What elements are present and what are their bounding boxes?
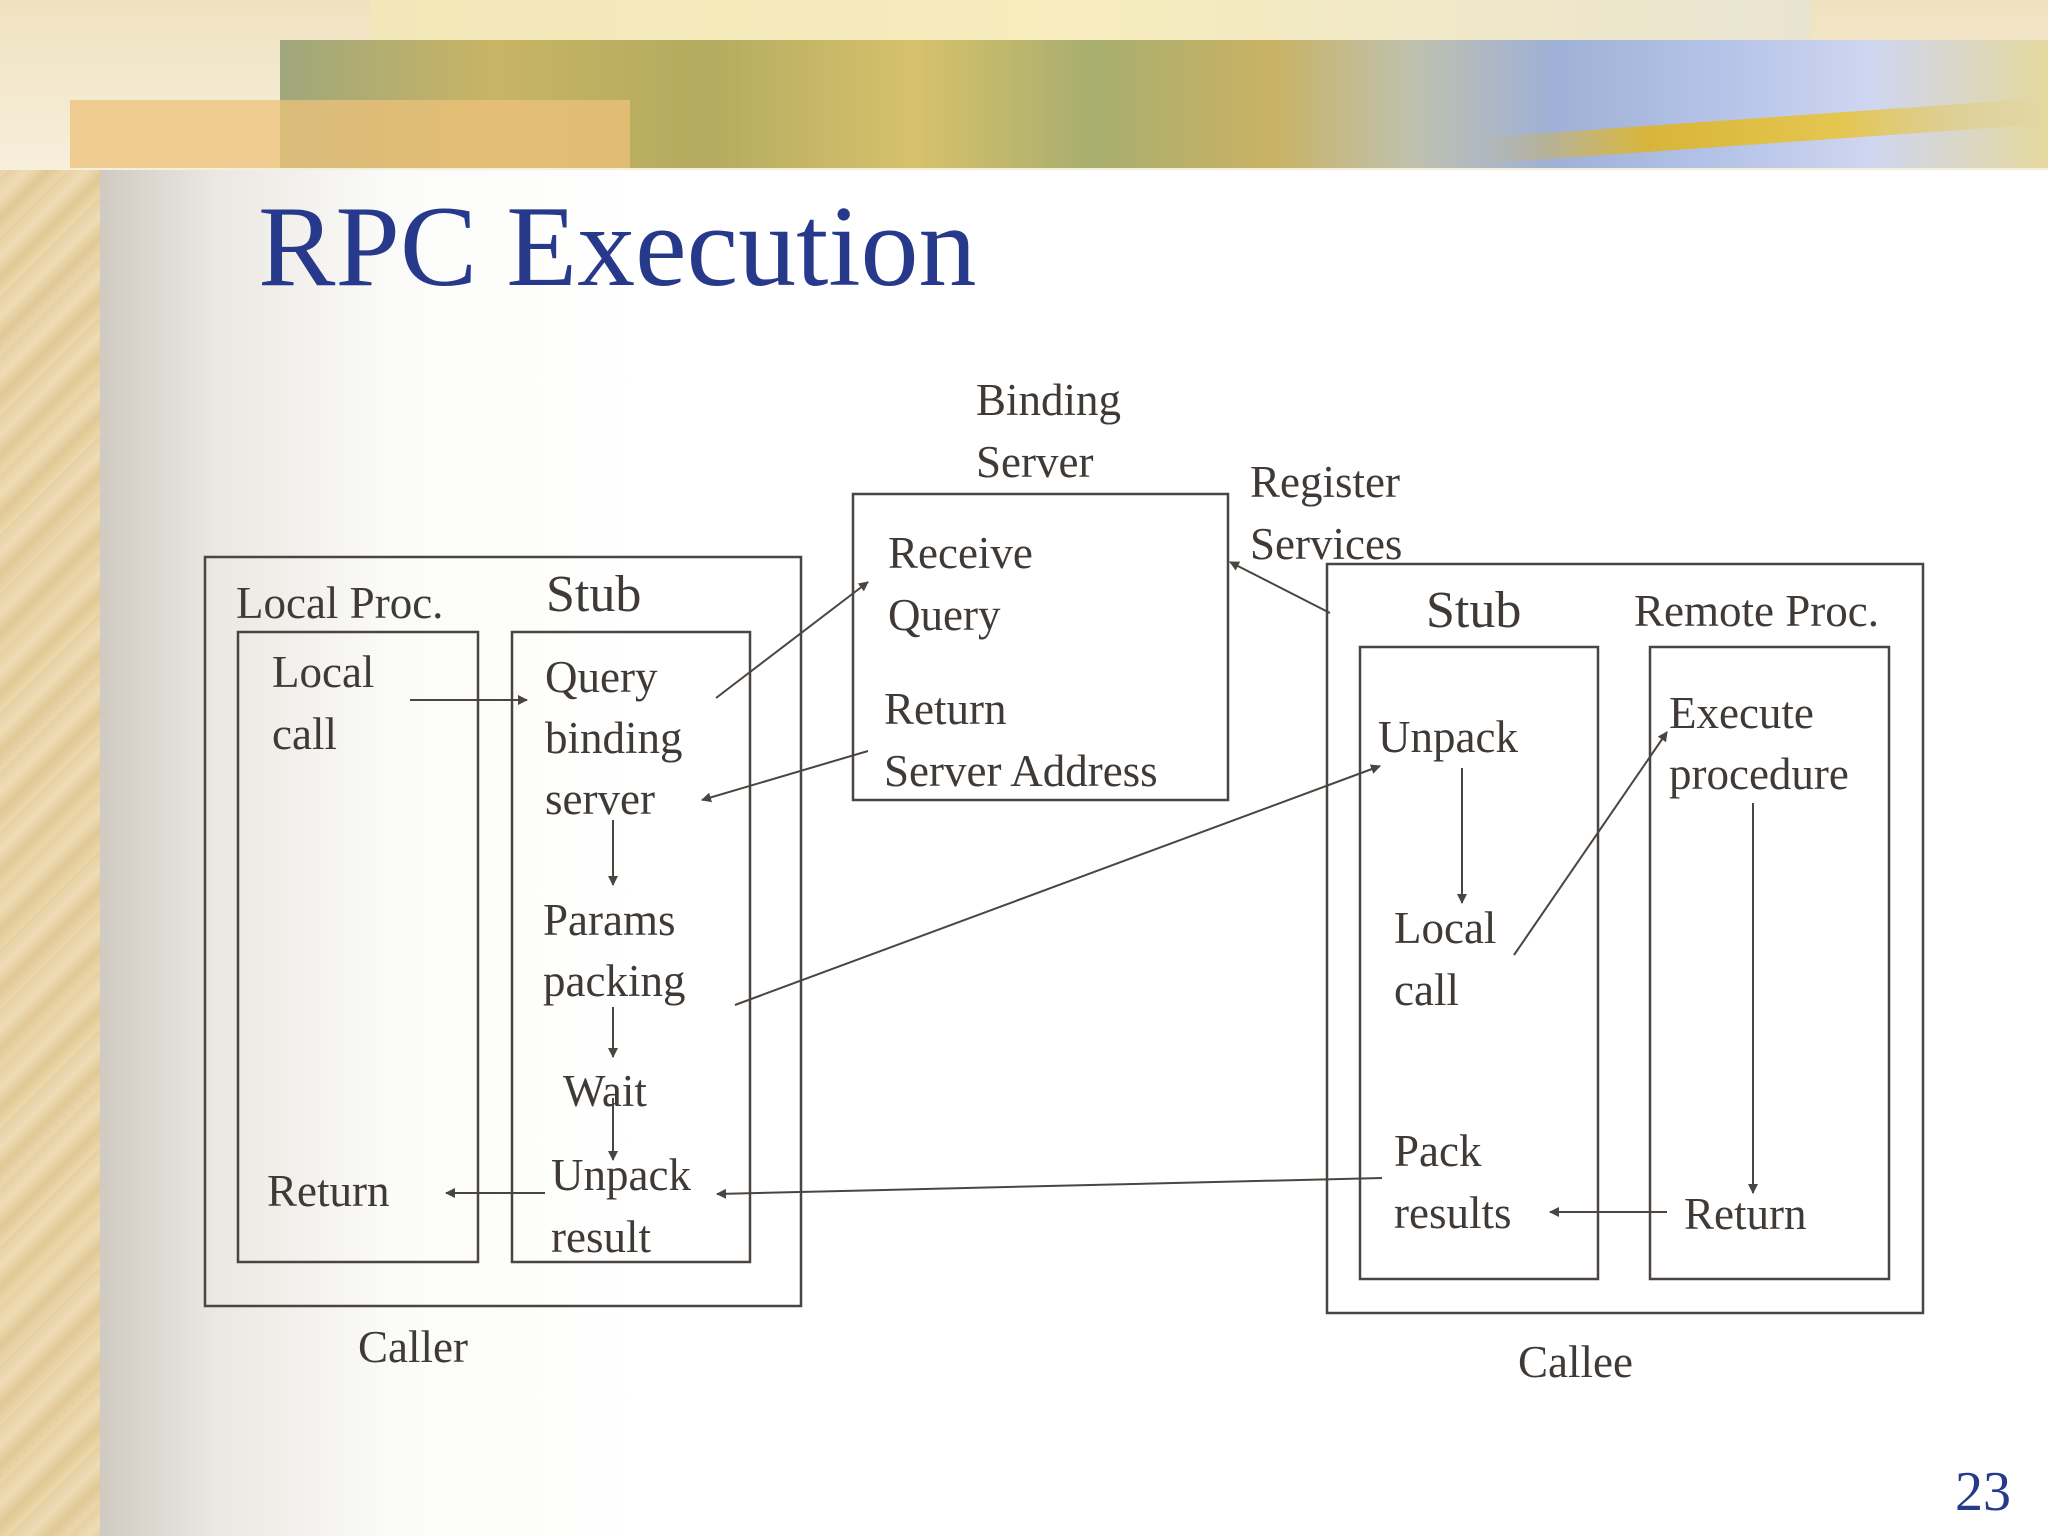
content-area [100, 170, 2048, 1536]
arrow-return-address-to-stub [701, 750, 869, 803]
caller-outer-box [203, 555, 803, 1308]
floral-accent [70, 100, 630, 168]
params-packing-line-2: packing [543, 956, 686, 1006]
unpack-result-line-2: result [551, 1212, 651, 1262]
register-services-line-1: Register [1250, 457, 1400, 507]
register-services-line-2: Services [1250, 519, 1403, 569]
wait-label: Wait [563, 1066, 647, 1116]
caller-stub-box [510, 630, 752, 1264]
local-proc-label: Local Proc. [236, 578, 444, 628]
header-highlight [370, 0, 1810, 46]
arrow-pack-results-to-unpack-result [716, 1177, 1383, 1199]
receive-query-line-2: Query [888, 590, 1001, 640]
callee-outer-box [1325, 562, 1925, 1315]
page-number: 23 [1955, 1461, 2011, 1523]
arrow-params-to-callee-unpack [734, 764, 1381, 1006]
receive-query-line-1: Receive [888, 528, 1033, 578]
callee-local-call-line-2: call [1394, 965, 1459, 1015]
binding-server-label-1: Binding [976, 375, 1122, 425]
query-binding-line-1: Query [545, 652, 658, 702]
callee-return-label: Return [1684, 1189, 1807, 1239]
local-call-line-1: Local [272, 647, 375, 697]
unpack-result-line-1: Unpack [551, 1150, 691, 1200]
callee-stub-box [1358, 645, 1600, 1281]
query-binding-line-2: binding [545, 713, 683, 763]
caller-return-label: Return [267, 1166, 390, 1216]
execute-procedure-line-2: procedure [1669, 749, 1849, 799]
arrow-local-call-to-execute [1513, 731, 1668, 956]
binding-server-label-2: Server [976, 437, 1094, 487]
return-address-line-1: Return [884, 684, 1007, 734]
callee-label: Callee [1518, 1337, 1633, 1387]
pack-results-line-2: results [1394, 1188, 1512, 1238]
execute-procedure-line-1: Execute [1669, 688, 1814, 738]
local-proc-box [236, 630, 480, 1264]
pack-results-line-1: Pack [1394, 1126, 1482, 1176]
arrow-register-to-binding-server [1229, 561, 1331, 614]
remote-proc-box [1648, 645, 1891, 1281]
callee-unpack-label: Unpack [1378, 712, 1518, 762]
local-call-line-2: call [272, 709, 337, 759]
params-packing-line-1: Params [543, 895, 676, 945]
slide-title: RPC Execution [258, 183, 977, 311]
remote-proc-label: Remote Proc. [1634, 586, 1879, 636]
binding-server-box [851, 492, 1230, 802]
return-address-line-2: Server Address [884, 746, 1158, 796]
caller-label: Caller [358, 1322, 468, 1372]
parchment-texture [0, 0, 100, 1536]
arrow-query-to-receive [715, 581, 869, 699]
callee-local-call-line-1: Local [1394, 903, 1497, 953]
callee-stub-label: Stub [1426, 582, 1522, 639]
query-binding-line-3: server [545, 774, 655, 824]
caller-stub-label: Stub [546, 566, 642, 623]
